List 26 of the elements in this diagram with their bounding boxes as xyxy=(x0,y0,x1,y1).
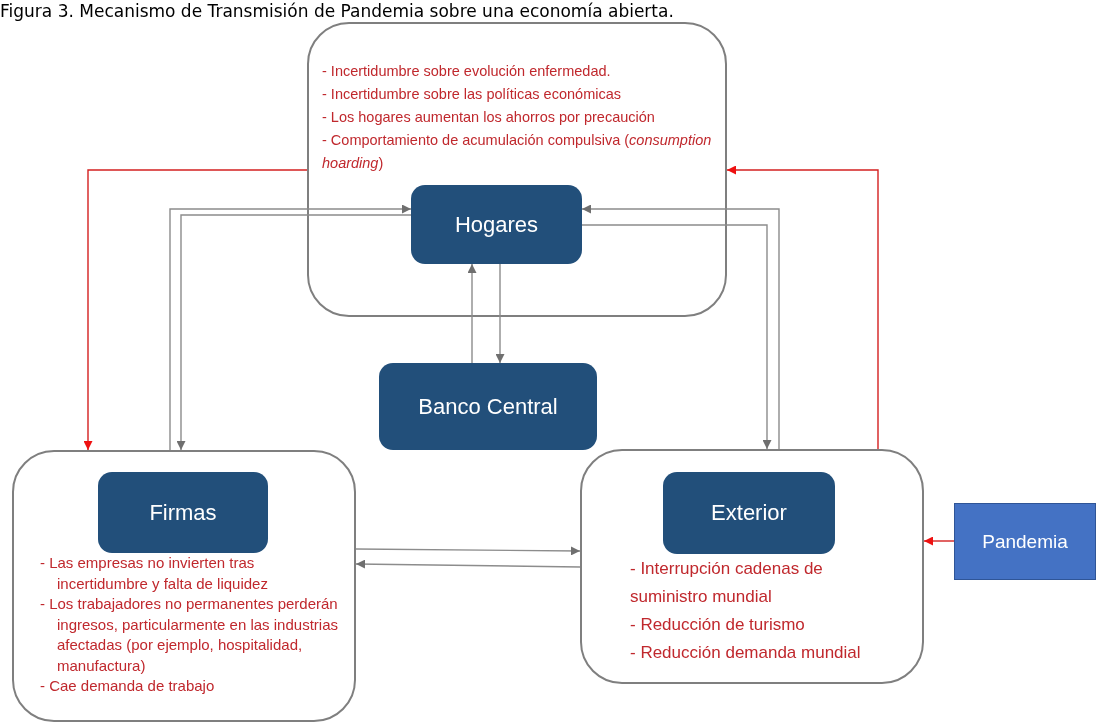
entity-box: Hogares xyxy=(411,185,582,264)
bullet-text: - Interrupción cadenas de suministro mundial xyxy=(630,558,824,608)
arrow xyxy=(467,263,477,364)
entity-box: Firmas xyxy=(98,472,268,553)
figure-title: Figura 3. Mecanismo de Transmisión de Pandemia sobre una economía abierta. xyxy=(0,1,674,21)
bullet-text: - Incertidumbre sobre las políticas económicas xyxy=(322,85,622,104)
arrow xyxy=(355,559,581,569)
bullet-text: - Incertidumbre sobre evolución enfermedad. xyxy=(322,62,612,81)
bullet-text: - Las empresas no invierten tras incertidumbre y falta de liquidez xyxy=(40,553,269,594)
rounded-group-box xyxy=(307,22,727,317)
arrow xyxy=(355,546,581,556)
bullet-text: - Los hogares aumentan los ahorros por precaución xyxy=(322,108,656,127)
arrow xyxy=(495,263,505,364)
entity-box: Banco Central xyxy=(379,363,597,450)
bullet-text: - Reducción de turismo xyxy=(630,614,806,636)
bullet-text: - Cae demanda de trabajo xyxy=(40,676,216,696)
bullet-text: - Reducción demanda mundial xyxy=(630,642,862,664)
rounded-group-box xyxy=(580,449,924,684)
arrow xyxy=(83,169,308,451)
source-box: Pandemia xyxy=(954,503,1096,580)
arrow xyxy=(923,536,955,546)
bullet-text: - Comportamiento de acumulación compulsiva (consumption hoarding) xyxy=(322,131,713,173)
arrow xyxy=(726,165,879,450)
entity-box: Exterior xyxy=(663,472,835,554)
rounded-group-box xyxy=(12,450,356,722)
bullet-text: - Los trabajadores no permanentes perderán ingresos, particularmente en las industrias afectadas (por ejemplo, hospitalidad, manufactura) xyxy=(40,594,339,676)
